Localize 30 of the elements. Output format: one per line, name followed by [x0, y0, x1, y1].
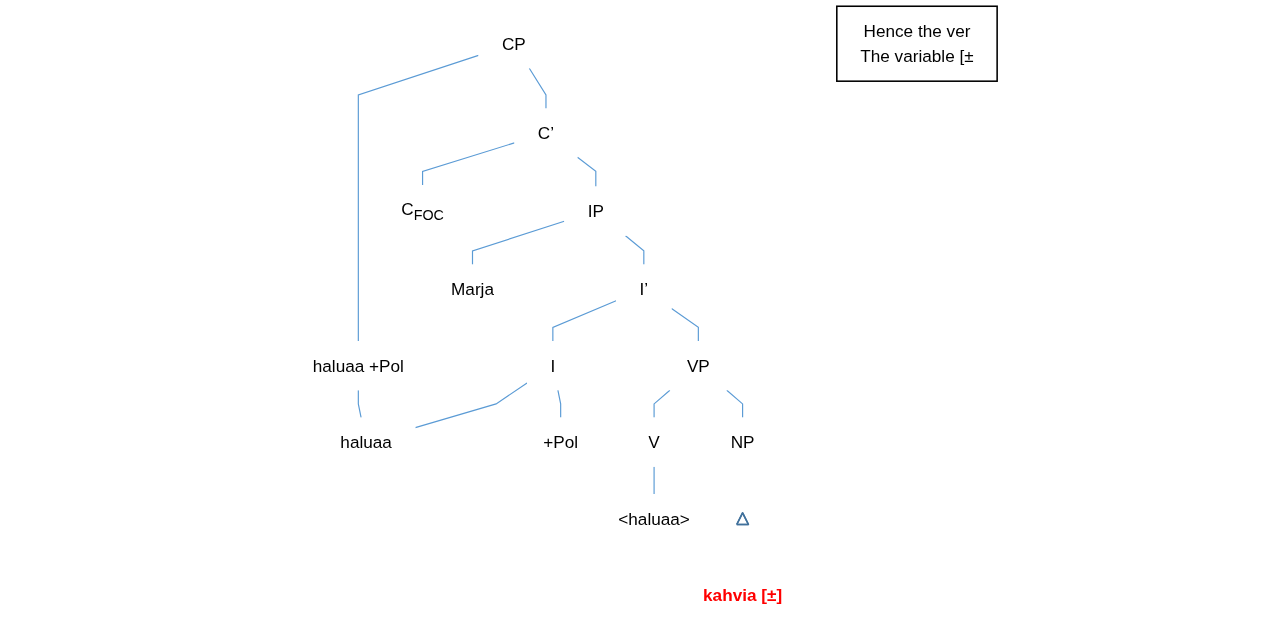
node-text: C’: [537, 123, 555, 143]
connector: [653, 389, 671, 419]
connector: [624, 235, 645, 266]
node-text: kahvia [±]: [703, 585, 783, 605]
connector: [576, 156, 597, 188]
connector: [726, 389, 744, 419]
node-text: CP: [501, 33, 526, 54]
node-text: haluaa +Pol: [312, 355, 404, 376]
connector: [670, 308, 699, 342]
connector: [414, 382, 528, 429]
node-text: Marja: [451, 279, 494, 299]
node-text: <haluaa>: [618, 508, 690, 529]
connector: [528, 67, 547, 110]
node-text: +Pol: [543, 432, 579, 452]
connector: [422, 142, 515, 186]
connector: [557, 389, 562, 419]
connector: [357, 54, 480, 342]
node-text: I: [550, 355, 556, 376]
node-text: I’: [639, 279, 649, 299]
connector: [552, 300, 617, 342]
node-text: IP: [587, 201, 604, 221]
node-box: [836, 5, 998, 82]
connector: [357, 389, 362, 419]
node-text: NP: [730, 432, 755, 452]
node-text: haluaa: [340, 432, 392, 452]
node-text: V: [648, 432, 660, 452]
connector: [653, 466, 655, 495]
node-text: C$_{FOC}$: [401, 199, 444, 223]
node-text: VP: [686, 355, 710, 376]
connector: [471, 220, 565, 266]
